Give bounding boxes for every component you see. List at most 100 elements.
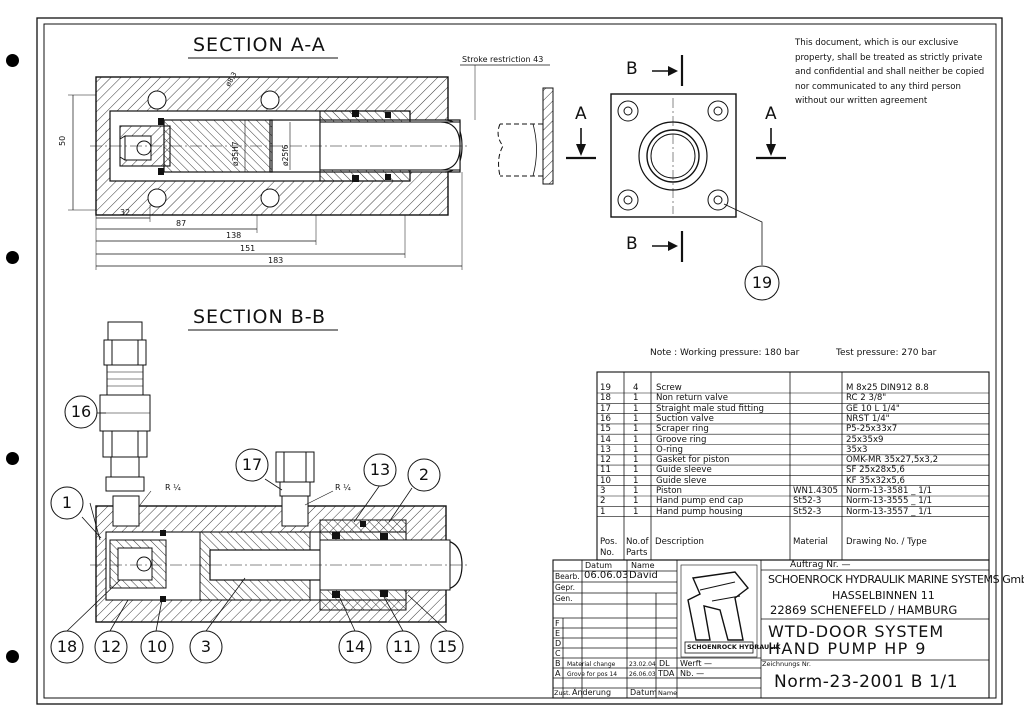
row-drawing-no: GE 10 L 1/4" <box>846 403 900 414</box>
header-parts: Parts <box>626 548 648 558</box>
header-description: Description <box>655 537 704 547</box>
tb-gen: Gen. <box>555 594 573 603</box>
balloon-number: 18 <box>56 637 78 656</box>
row-pos: 16 <box>600 413 611 424</box>
row-drawing-no: NRST 1/4" <box>846 413 890 424</box>
row-drawing-no: RC 2 3/8" <box>846 393 887 404</box>
tb-title-2: HAND PUMP HP 9 <box>768 639 927 658</box>
dim-rod: ø25f6 <box>281 144 290 166</box>
row-description: O-ring <box>656 444 683 455</box>
row-material: St52-3 <box>793 506 822 517</box>
working-pressure-note: Note : Working pressure: 180 bar <box>650 348 800 358</box>
row-pos: 18 <box>600 393 611 404</box>
dim-138: 138 <box>226 231 242 240</box>
rev-a-name: TDA <box>658 669 675 678</box>
row-qty: 1 <box>633 424 639 435</box>
binder-hole-2 <box>6 251 19 264</box>
balloon-number: 1 <box>61 493 73 512</box>
thread-label-2: R ¼ <box>335 483 351 492</box>
binder-hole-3 <box>6 452 19 465</box>
rev-a-letter: A <box>555 669 561 678</box>
tb-bearb-name: David <box>629 570 658 581</box>
tb-werft: Werft — <box>680 659 713 668</box>
balloon-number: 12 <box>100 637 122 656</box>
row-description: Screw <box>656 383 682 393</box>
row-description: Suction valve <box>656 413 714 424</box>
rev-b-name: DL <box>659 659 670 668</box>
section-mark-b-bottom: B <box>626 234 638 254</box>
row-pos: 3 <box>600 486 606 496</box>
tb-bearb-date: 06.06.03 <box>584 570 629 581</box>
section-mark-b-top: B <box>626 59 638 79</box>
rev-e: E <box>555 629 561 638</box>
dim-151: 151 <box>240 244 256 253</box>
tb-datum-label: Datum <box>585 561 613 570</box>
row-description: Hand pump housing <box>656 506 743 517</box>
header-pos: Pos. <box>600 537 618 547</box>
row-pos: 10 <box>600 475 611 486</box>
tb-datum-foot: Datum <box>630 688 658 697</box>
tb-nb: Nb. — <box>680 669 705 678</box>
section-b-b-view <box>66 321 470 632</box>
row-description: Guide sleeve <box>656 465 712 476</box>
row-drawing-no: SF 25x28x5,6 <box>846 465 905 476</box>
header-drawing: Drawing No. / Type <box>846 537 927 547</box>
inner-frame <box>43 23 997 699</box>
balloon-number: 11 <box>392 637 414 656</box>
row-pos: 14 <box>600 434 611 445</box>
balloon-number: 19 <box>751 273 773 292</box>
dim-50: 50 <box>58 135 67 146</box>
dim-bore: ø35H7 <box>231 141 240 166</box>
row-qty: 1 <box>633 455 639 466</box>
test-pressure-note: Test pressure: 270 bar <box>836 348 937 358</box>
row-qty: 1 <box>633 403 639 414</box>
tb-zeichnungs: Zeichnungs Nr. <box>762 660 811 668</box>
tb-aenderung: Änderung <box>572 688 612 697</box>
row-qty: 1 <box>633 393 639 404</box>
header-qty: No.of <box>626 537 649 547</box>
row-description: Guide sleve <box>656 475 707 486</box>
balloon-number: 3 <box>200 637 212 656</box>
row-description: Piston <box>656 486 682 496</box>
row-description: Hand pump end cap <box>656 496 744 507</box>
row-drawing-no: OMK-MR 35x27,5x3,2 <box>846 455 939 466</box>
row-description: Straight male stud fitting <box>656 403 764 414</box>
section-a-a-view <box>68 64 554 270</box>
tb-bearb: Bearb. <box>555 572 580 581</box>
tb-street: HASSELBINNEN 11 <box>832 589 935 602</box>
row-pos: 12 <box>600 455 611 466</box>
row-pos: 13 <box>600 444 611 455</box>
row-material: WN1.4305 <box>793 486 838 496</box>
balloon-number: 15 <box>436 637 458 656</box>
row-description: Non return valve <box>656 393 728 404</box>
row-qty: 1 <box>633 486 639 496</box>
balloon-number: 13 <box>369 460 391 479</box>
tb-logo-text: SCHOENROCK HYDRAULIK <box>687 643 781 651</box>
tb-company: SCHOENROCK HYDRAULIK MARINE SYSTEMS GmbH <box>768 573 1024 586</box>
stroke-restriction-label: Stroke restriction 43 <box>462 55 544 64</box>
row-drawing-no: Norm-13-3555 _ 1/1 <box>846 496 933 507</box>
balloon-number: 14 <box>344 637 366 656</box>
row-drawing-no: P5-25x33x7 <box>846 424 898 435</box>
row-drawing-no: M 8x25 DIN912 8.8 <box>846 383 929 393</box>
section-a-title: SECTION A-A <box>193 34 326 56</box>
confidentiality-notice: This document, which is our exclusive pr… <box>795 38 985 106</box>
dim-87: 87 <box>176 219 187 228</box>
row-pos: 11 <box>600 465 611 476</box>
outer-frame <box>36 17 1003 705</box>
part-balloons <box>50 265 780 664</box>
row-drawing-no: Norm-13-3581 _ 1/1 <box>846 486 933 496</box>
rev-b-date: 23.02.04 <box>629 661 656 668</box>
section-b-title: SECTION B-B <box>193 306 326 328</box>
binder-hole-1 <box>6 54 19 67</box>
tb-title-1: WTD-DOOR SYSTEM <box>768 622 945 641</box>
dim-32: 32 <box>120 208 131 217</box>
row-description: Scraper ring <box>656 424 709 435</box>
tb-name-foot: Name <box>658 689 678 697</box>
balloon-number: 10 <box>146 637 168 656</box>
row-material: St52-3 <box>793 496 822 507</box>
company-logo <box>680 564 758 658</box>
tb-city: 22869 SCHENEFELD / HAMBURG <box>770 603 958 617</box>
